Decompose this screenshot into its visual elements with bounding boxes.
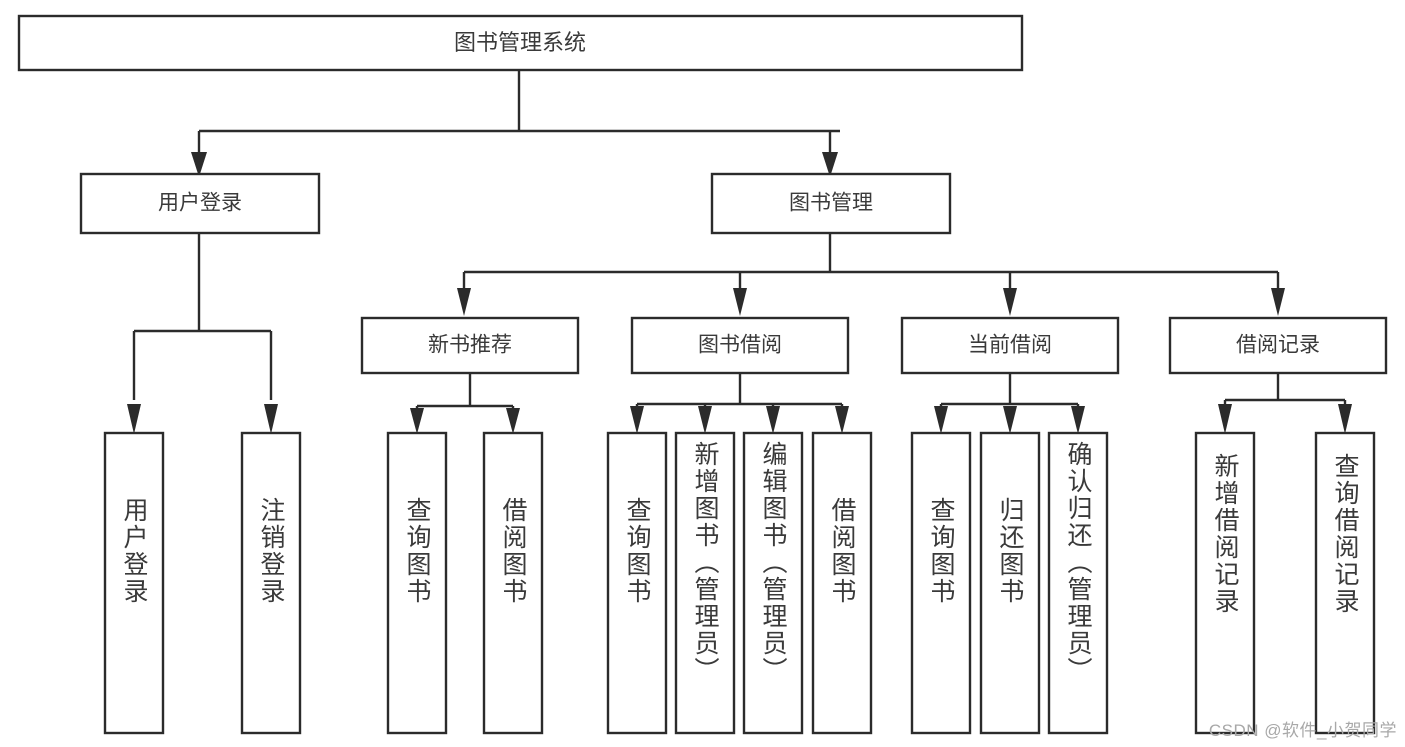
arrow-head-current-borrow [1003, 288, 1017, 316]
leaf-box-logout-login[interactable] [240, 431, 302, 735]
arrow-head-leaf-logout-login [264, 404, 278, 434]
node-root[interactable]: 图书管理系统 [17, 14, 1024, 72]
arrow-head-leaf-add-book [698, 406, 712, 434]
leaf-box-query-book-1[interactable] [386, 431, 448, 735]
connector-group-book-borrow [630, 373, 849, 434]
leaf-box-add-book[interactable] [674, 431, 736, 735]
connector-group-user-login [127, 233, 278, 434]
arrow-head-book-borrow [733, 288, 747, 316]
leaf-box-confirm-return[interactable] [1047, 431, 1109, 735]
node-book-borrow-box[interactable] [630, 316, 850, 375]
connector-group-borrow-record [1218, 373, 1352, 434]
arrow-head-leaf-borrow-book-1 [506, 408, 520, 434]
node-new-book-recommend-label: 新书推荐 [428, 334, 512, 357]
arrow-head-leaf-query-book-3 [934, 406, 948, 434]
arrow-head-leaf-edit-book [766, 406, 780, 434]
node-new-book-recommend[interactable]: 新书推荐 [360, 316, 580, 375]
connector-group-book-management [457, 233, 1285, 316]
node-user-login-label: 用户登录 [158, 192, 242, 215]
node-user-login[interactable]: 用户登录 [79, 172, 321, 235]
leaf-box-edit-book[interactable] [742, 431, 804, 735]
leaf-box-borrow-book-2[interactable] [811, 431, 873, 735]
leaf-box-query-book-3[interactable] [910, 431, 972, 735]
node-new-book-recommend-box[interactable] [360, 316, 580, 375]
node-current-borrow-label: 当前借阅 [968, 334, 1052, 357]
arrow-head-book-management [822, 152, 838, 177]
arrow-head-new-book-recommend [457, 288, 471, 316]
arrow-head-leaf-borrow-book-2 [835, 406, 849, 434]
arrow-head-leaf-query-record [1338, 404, 1352, 434]
leaf-box-borrow-book-1[interactable] [482, 431, 544, 735]
connector-group-current-borrow [934, 373, 1085, 434]
node-root-box[interactable] [17, 14, 1024, 72]
node-book-management-label: 图书管理 [789, 192, 873, 215]
arrow-head-leaf-user-login [127, 404, 141, 434]
connector-group-new-book-recommend [410, 373, 520, 434]
leaf-box-query-record[interactable] [1314, 431, 1376, 735]
leaf-box-user-login[interactable] [103, 431, 165, 735]
arrow-head-leaf-query-book-1 [410, 408, 424, 434]
csdn-watermark: CSDN @软件_小贺同学 [1208, 721, 1397, 740]
arrow-head-leaf-add-record [1218, 404, 1232, 434]
leaf-box-return-book[interactable] [979, 431, 1041, 735]
leaf-box-query-book-2[interactable] [606, 431, 668, 735]
arrow-head-leaf-return-book [1003, 406, 1017, 434]
node-current-borrow[interactable]: 当前借阅 [900, 316, 1120, 375]
node-borrow-record-label: 借阅记录 [1236, 334, 1320, 357]
node-borrow-record[interactable]: 借阅记录 [1168, 316, 1388, 375]
node-book-management[interactable]: 图书管理 [710, 172, 952, 235]
node-book-borrow-label: 图书借阅 [698, 334, 782, 357]
arrow-head-user-login [191, 152, 207, 177]
node-user-login-box[interactable] [79, 172, 321, 235]
arrow-head-leaf-query-book-2 [630, 406, 644, 434]
connector-group-root [191, 70, 840, 177]
leaf-box-group [103, 431, 1376, 735]
node-root-label: 图书管理系统 [454, 30, 586, 55]
leaf-box-add-record[interactable] [1194, 431, 1256, 735]
node-book-management-box[interactable] [710, 172, 952, 235]
node-borrow-record-box[interactable] [1168, 316, 1388, 375]
node-current-borrow-box[interactable] [900, 316, 1120, 375]
arrow-head-borrow-record [1271, 288, 1285, 316]
arrow-head-leaf-confirm-return [1071, 406, 1085, 434]
node-book-borrow[interactable]: 图书借阅 [630, 316, 850, 375]
